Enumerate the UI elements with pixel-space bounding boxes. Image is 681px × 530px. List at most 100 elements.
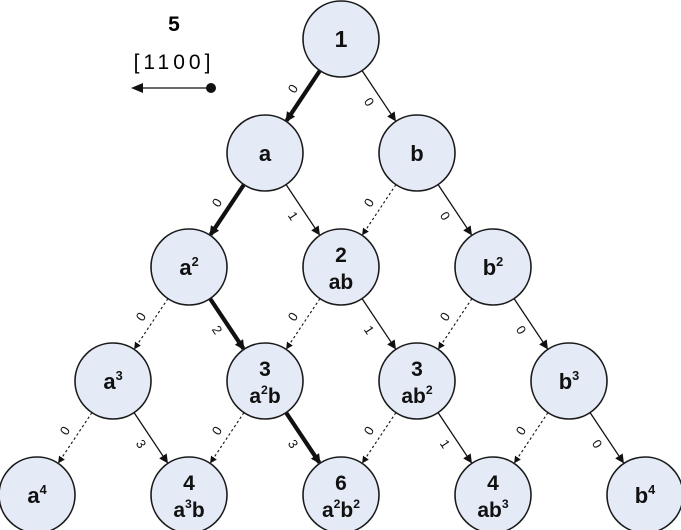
edge-label: 0: [361, 95, 377, 109]
legend-count: 5: [168, 13, 180, 36]
node-count: 4: [183, 472, 195, 495]
legend-arrow: [131, 83, 216, 93]
edge-r1c0-r2c0: 0: [208, 183, 246, 237]
node-circle: [226, 342, 304, 420]
edge-label: 0: [285, 81, 301, 95]
edge-line: [208, 297, 246, 351]
edge-line: [285, 184, 320, 236]
node-term: a3​b: [173, 497, 204, 522]
edge-line: [361, 298, 396, 350]
edge-line: [361, 70, 396, 122]
legend-arrow-dot: [206, 83, 216, 93]
edge-r2c2-r3c2: 0: [437, 298, 473, 350]
node-r3c3: b3​: [530, 342, 608, 420]
edge-line: [589, 412, 624, 464]
node-count: 3: [259, 358, 271, 381]
node-circle: [606, 456, 681, 530]
edge-r3c0-r4c0: 0: [57, 412, 93, 464]
edge-r3c0-r4c1: 3: [133, 412, 168, 464]
edge-label: 1: [285, 209, 301, 223]
node-circle: [302, 0, 380, 78]
node-circle: [302, 456, 380, 530]
node-r4c2: 6a2​b2​: [302, 456, 380, 530]
edge-line: [284, 69, 322, 123]
node-r4c4: b4​: [606, 456, 681, 530]
node-circle: [150, 456, 228, 530]
node-circle: [302, 228, 380, 306]
node-term: b2​: [483, 254, 504, 280]
edge-label: 1: [437, 437, 453, 451]
edge-r3c2-r4c2: 0: [361, 412, 397, 464]
node-count: 2: [335, 244, 347, 267]
edge-line: [438, 298, 473, 350]
edge-r2c2-r3c3: 0: [513, 298, 548, 350]
edge-label: 0: [209, 423, 225, 437]
edge-r1c1-r2c2: 0: [437, 184, 472, 236]
node-term: a: [259, 141, 272, 166]
node-term: ab2​: [401, 383, 433, 408]
edge-label: 1: [361, 323, 377, 337]
edge-r2c1-r3c1: 0: [285, 298, 321, 350]
node-term: a4​: [27, 482, 47, 508]
edge-r1c0-r2c1: 1: [285, 184, 320, 236]
node-term: b3​: [559, 368, 580, 394]
edge-label: 0: [57, 423, 73, 437]
edge-r2c1-r3c2: 1: [361, 298, 396, 350]
node-term: a3​: [103, 368, 122, 394]
node-r1c1: b: [378, 114, 456, 192]
legend-arrow-head: [131, 83, 143, 93]
edge-r3c1-r4c1: 0: [209, 412, 245, 464]
node-circle: [530, 342, 608, 420]
edge-line: [133, 412, 168, 464]
edge-label: 0: [437, 309, 453, 323]
edge-label: 3: [285, 437, 301, 451]
edge-line: [286, 298, 321, 350]
edge-line: [513, 298, 548, 350]
edge-line: [208, 183, 246, 237]
edge-line: [437, 184, 472, 236]
node-circle: [0, 456, 76, 530]
edge-label: 0: [285, 309, 301, 323]
edge-label: 0: [513, 423, 529, 437]
node-r4c0: a4​: [0, 456, 76, 530]
edge-r1c1-r2c1: 0: [361, 184, 397, 236]
node-count: 4: [487, 472, 499, 495]
edge-line: [210, 412, 245, 464]
node-r0c0: 1: [302, 0, 380, 78]
node-circle: [150, 228, 228, 306]
edge-r2c0-r3c1: 2: [208, 297, 246, 351]
edge-label: 0: [437, 209, 453, 223]
node-r2c1: 2 ab: [302, 228, 380, 306]
node-r4c1: 4a3​b: [150, 456, 228, 530]
node-circle: [226, 114, 304, 192]
node-circle: [378, 114, 456, 192]
edge-line: [284, 411, 322, 465]
edge-line: [58, 412, 93, 464]
node-r2c2: b2​: [454, 228, 532, 306]
edge-r0c0-r1c1: 0: [361, 70, 396, 122]
node-r3c1: 3a2​b: [226, 342, 304, 420]
edge-label: 0: [589, 437, 605, 451]
node-term: b: [410, 141, 423, 166]
edge-label: 3: [133, 437, 149, 451]
edge-label: 0: [133, 309, 149, 323]
edge-label: 0: [361, 195, 377, 209]
node-term: a2​b: [249, 383, 280, 408]
node-term: ab: [329, 271, 354, 294]
node-circle: [454, 228, 532, 306]
edge-label: 0: [209, 195, 225, 209]
edge-r0c0-r1c0: 0: [284, 69, 322, 123]
edge-label: 0: [513, 323, 529, 337]
node-term: b4​: [635, 482, 656, 508]
edge-r3c2-r4c3: 1: [437, 412, 472, 464]
edge-line: [437, 412, 472, 464]
edge-line: [134, 298, 169, 350]
edge-r2c0-r3c0: 0: [133, 298, 169, 350]
node-r1c0: a: [226, 114, 304, 192]
node-circle: [378, 342, 456, 420]
legend-code: [1100]: [134, 51, 215, 74]
